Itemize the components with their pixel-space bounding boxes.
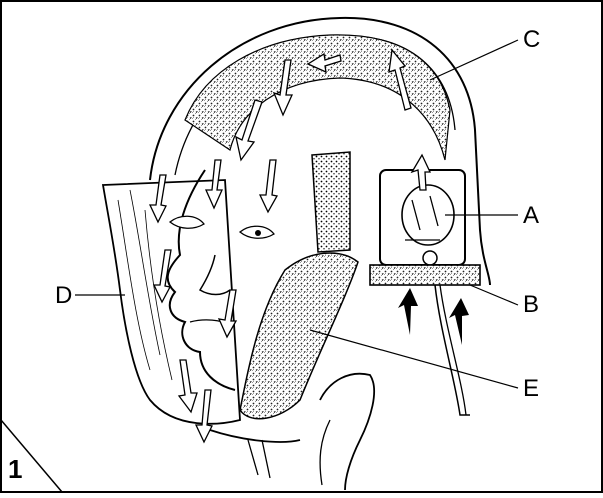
leader-c bbox=[430, 40, 518, 80]
collar-lines bbox=[248, 420, 330, 485]
blower-knob bbox=[423, 251, 437, 265]
label-c: C bbox=[523, 28, 540, 52]
label-a: A bbox=[523, 204, 539, 228]
intake-arrow-left bbox=[398, 288, 418, 335]
ear-foam-pad bbox=[312, 152, 350, 252]
label-d: D bbox=[55, 284, 72, 308]
neck-seal bbox=[240, 253, 358, 419]
label-e: E bbox=[523, 377, 539, 401]
filter bbox=[370, 265, 480, 285]
right-pupil bbox=[255, 230, 261, 236]
leader-e bbox=[310, 330, 518, 388]
figure-number: 1 bbox=[8, 456, 22, 482]
visor bbox=[103, 180, 240, 424]
leader-b bbox=[470, 285, 518, 305]
label-b: B bbox=[523, 293, 539, 317]
foam-headband bbox=[185, 35, 450, 160]
intake-arrow-right bbox=[449, 298, 469, 345]
